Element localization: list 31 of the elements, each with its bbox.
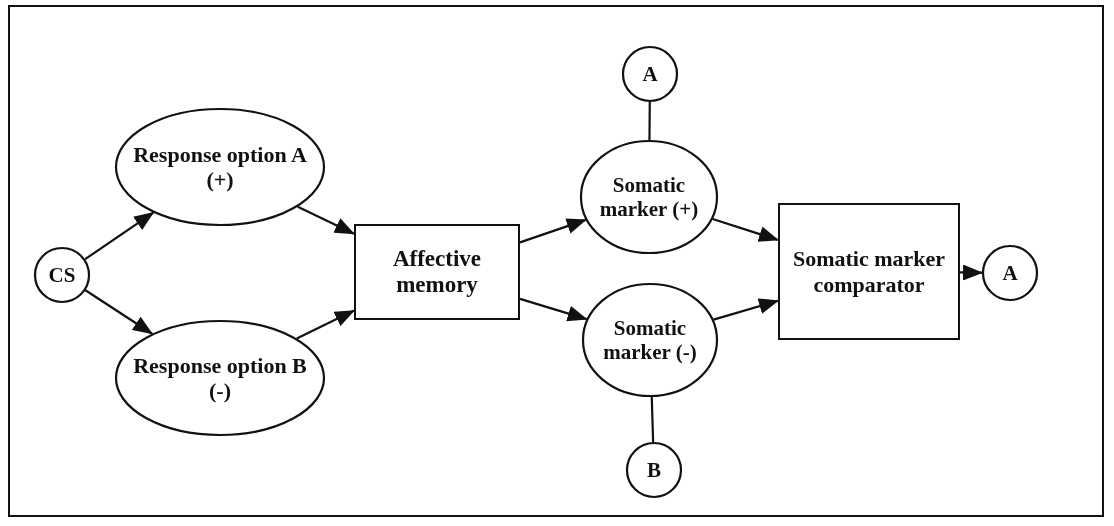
circle-node bbox=[626, 442, 682, 498]
ellipse-node bbox=[580, 140, 718, 254]
arrow bbox=[296, 309, 355, 340]
node-label: A bbox=[642, 61, 658, 87]
arrow bbox=[713, 298, 779, 321]
process-box bbox=[354, 224, 520, 320]
node-label: Somatic marker (+) bbox=[598, 172, 700, 222]
arrow bbox=[519, 218, 587, 244]
node-label: CS bbox=[48, 262, 76, 288]
node-label: Response option A (+) bbox=[132, 141, 308, 193]
ellipse-node bbox=[115, 320, 325, 436]
connector-line bbox=[648, 102, 651, 140]
arrow bbox=[297, 205, 355, 235]
arrow bbox=[712, 217, 779, 242]
node-label: Somatic marker (-) bbox=[602, 315, 698, 365]
ellipse-node bbox=[115, 108, 325, 226]
arrow bbox=[84, 289, 153, 335]
process-box bbox=[778, 203, 960, 340]
node-label: A bbox=[1002, 260, 1018, 286]
arrow bbox=[84, 211, 155, 261]
node-label: Response option B (-) bbox=[132, 352, 308, 404]
node-label: B bbox=[647, 457, 661, 483]
arrow bbox=[519, 297, 588, 322]
circle-node bbox=[982, 245, 1038, 301]
circle-node bbox=[622, 46, 678, 102]
node-label: Affective memory bbox=[391, 245, 483, 299]
ellipse-node bbox=[582, 283, 718, 397]
node-label: Somatic marker comparator bbox=[791, 246, 947, 297]
circle-node bbox=[34, 247, 90, 303]
connector-line bbox=[650, 396, 655, 443]
arrow bbox=[960, 264, 983, 281]
